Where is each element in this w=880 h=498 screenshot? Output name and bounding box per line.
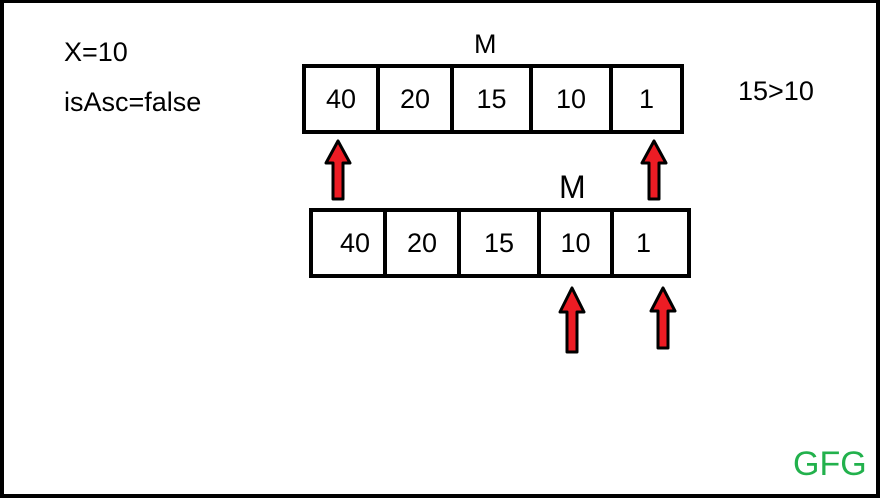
top-array: 40 20 15 10 1	[302, 64, 684, 134]
bottom-right-arrow-icon	[649, 286, 677, 350]
arrow-shape	[558, 286, 586, 354]
top-cell-1: 20	[380, 68, 454, 130]
bottom-cell-1: 20	[387, 212, 461, 274]
gfg-watermark: GFG	[793, 445, 867, 483]
arrow-shape	[640, 139, 668, 201]
is-asc-label: isAsc=false	[64, 87, 202, 117]
bottom-cell-3: 10	[541, 212, 614, 274]
bottom-cell-2: 15	[461, 212, 541, 274]
top-cell-3: 10	[533, 68, 613, 130]
arrow-shape	[324, 139, 352, 201]
arrow-shape	[649, 286, 677, 350]
bottom-mid-marker: M	[559, 169, 586, 205]
top-cell-0: 40	[306, 68, 380, 130]
top-cell-2: 15	[454, 68, 533, 130]
bottom-mid-arrow-icon	[558, 286, 586, 354]
top-mid-marker: M	[474, 29, 497, 59]
bottom-array: 40 20 15 10 1	[309, 208, 691, 278]
top-left-arrow-icon	[324, 139, 352, 201]
x-value-label: X=10	[64, 37, 128, 67]
bottom-cell-0: 40	[313, 212, 387, 274]
bottom-cell-4: 1	[636, 227, 652, 258]
top-cell-4: 1	[638, 83, 655, 114]
comparison-label: 15>10	[738, 76, 814, 106]
top-right-arrow-icon	[640, 139, 668, 201]
